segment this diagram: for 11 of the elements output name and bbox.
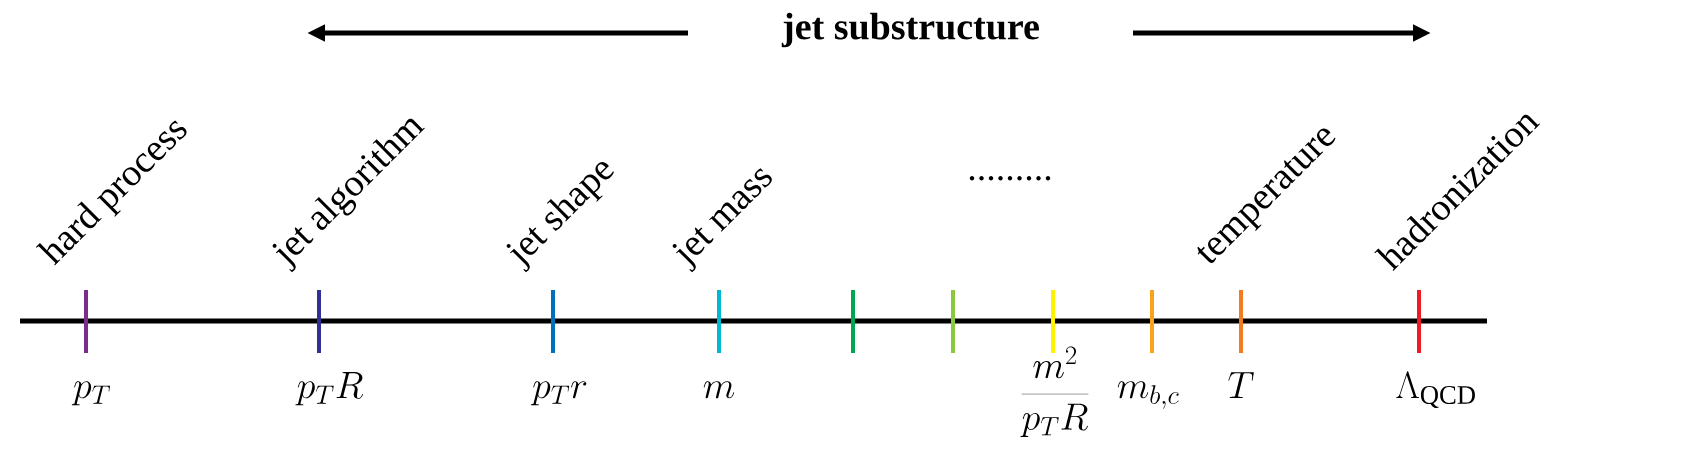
scale-formula: $p_T$ <box>71 381 111 406</box>
scale-formula: $\frac{m^2}{p_T R}$ <box>1020 346 1089 437</box>
scale-formula: $p_T R$ <box>295 372 363 406</box>
scale-label: jet mass <box>672 168 772 273</box>
scale-formula: $p_T r$ <box>530 381 587 406</box>
scale-formula: $m$ <box>703 381 735 399</box>
scale-formula: $T$ <box>1228 372 1254 398</box>
scale-formula: $m_{b,c}$ <box>1117 381 1179 409</box>
ellipsis: ......... <box>969 176 1051 181</box>
title: jet substructure <box>781 12 1039 48</box>
scale-formula: $\Lambda_{\mathrm{QCD}}$ <box>1396 371 1475 408</box>
